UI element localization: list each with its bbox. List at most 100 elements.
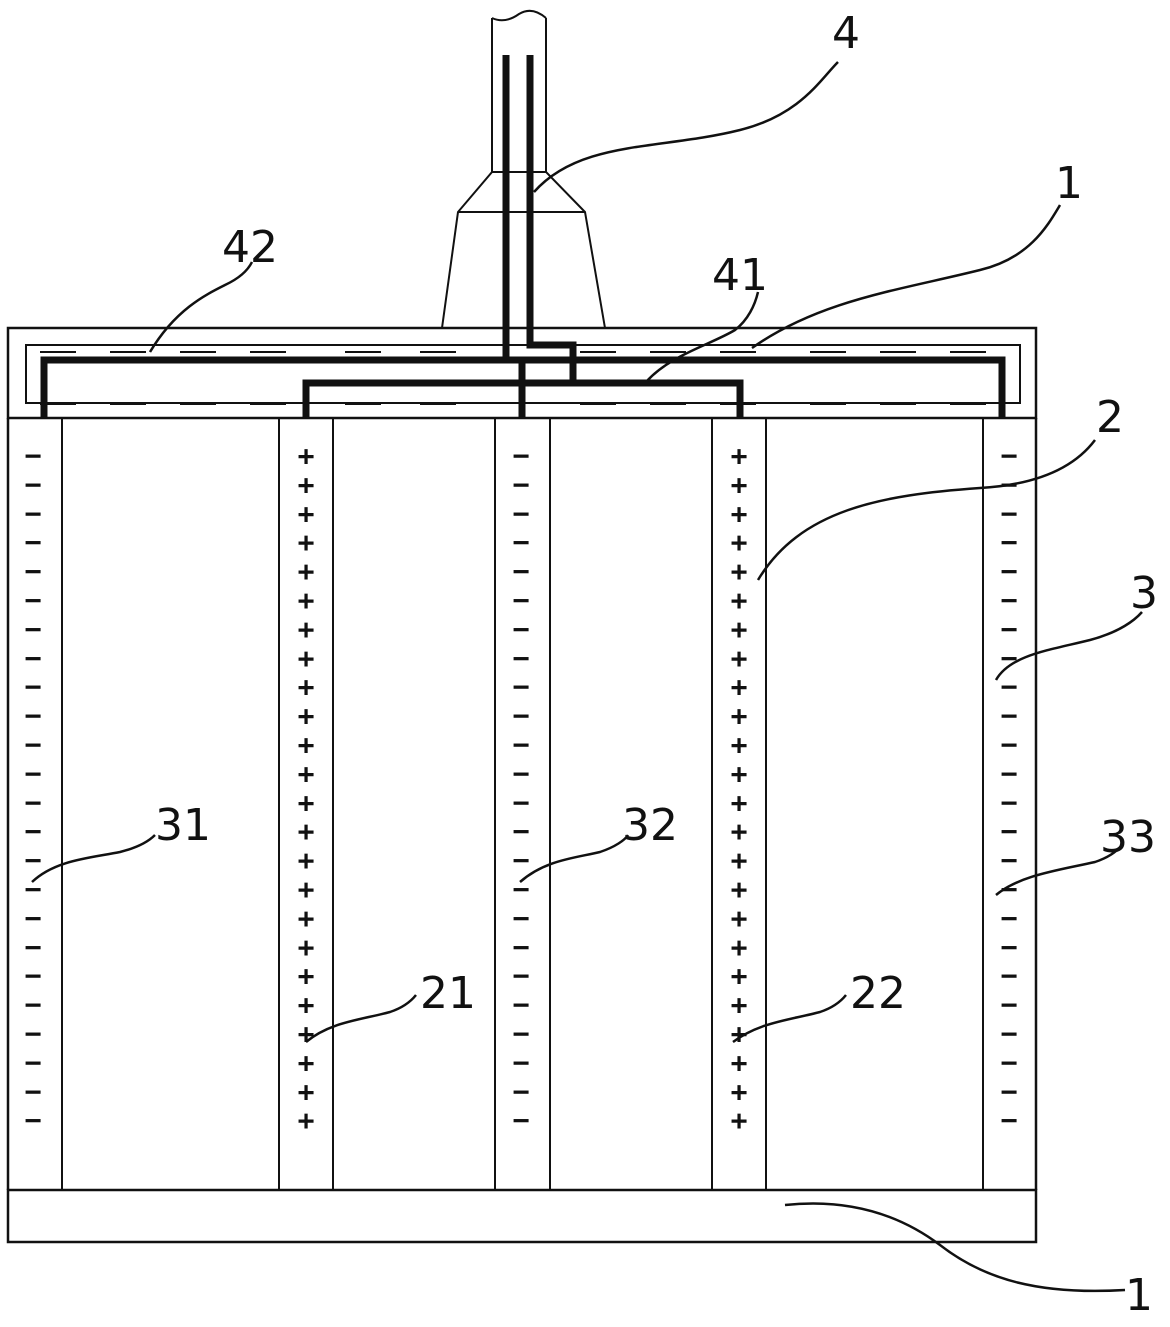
negative-sign: − — [513, 1075, 530, 1108]
negative-sign: − — [1001, 844, 1018, 877]
positive-sign: + — [298, 641, 315, 674]
leader-42 — [148, 261, 254, 353]
lead-out-tube — [441, 9, 606, 329]
leader-31 — [31, 834, 156, 883]
leader-lines — [31, 61, 1143, 1293]
leader-4 — [533, 61, 839, 193]
negative-sign: − — [25, 728, 42, 761]
positive-sign: + — [298, 757, 315, 790]
negative-sign: − — [513, 670, 530, 703]
label-1-bottom: 1 — [1125, 1270, 1153, 1321]
label-32: 32 — [622, 800, 678, 851]
negative-sign: − — [25, 844, 42, 877]
negative-sign: − — [513, 815, 530, 848]
negative-sign: − — [513, 1104, 530, 1137]
negative-sign: − — [1001, 988, 1018, 1021]
positive-sign: + — [298, 988, 315, 1021]
negative-sign: − — [513, 468, 530, 501]
negative-sign: − — [513, 439, 530, 472]
positive-sign: + — [298, 1075, 315, 1108]
charge-signs: −−−−−−−−−−−−−−−−−−−−−−−−++++++++++++++++… — [25, 439, 1018, 1137]
positive-sign: + — [298, 1017, 315, 1050]
positive-sign: + — [731, 786, 748, 819]
positive-sign: + — [298, 901, 315, 934]
positive-sign: + — [298, 468, 315, 501]
positive-sign: + — [731, 612, 748, 645]
negative-sign: − — [513, 526, 530, 559]
negative-sign: − — [513, 988, 530, 1021]
negative-sign: − — [1001, 901, 1018, 934]
negative-sign: − — [1001, 1075, 1018, 1108]
positive-sign: + — [731, 584, 748, 617]
bottom-cover — [6, 1188, 1038, 1244]
negative-sign: − — [25, 497, 42, 530]
negative-sign: − — [1001, 555, 1018, 588]
negative-sign: − — [25, 468, 42, 501]
negative-sign: − — [1001, 728, 1018, 761]
negative-sign: − — [513, 844, 530, 877]
positive-sign: + — [731, 988, 748, 1021]
negative-sign: − — [1001, 497, 1018, 530]
positive-sign: + — [731, 901, 748, 934]
positive-sign: + — [731, 555, 748, 588]
positive-plate-21 — [278, 418, 334, 1190]
negative-sign: − — [25, 526, 42, 559]
negative-sign: − — [513, 1017, 530, 1050]
leader-1-top — [751, 204, 1062, 350]
negative-sign: − — [513, 699, 530, 732]
positive-sign: + — [298, 497, 315, 530]
negative-plate-32 — [494, 418, 551, 1190]
positive-sign: + — [731, 641, 748, 674]
negative-sign: − — [1001, 786, 1018, 819]
negative-sign: − — [25, 670, 42, 703]
positive-sign: + — [731, 959, 748, 992]
negative-sign: − — [25, 641, 42, 674]
positive-sign: + — [731, 699, 748, 732]
label-33: 33 — [1100, 812, 1156, 863]
leader-3 — [994, 611, 1143, 681]
leader-2 — [756, 439, 1096, 581]
negative-sign: − — [513, 901, 530, 934]
positive-sign: + — [731, 930, 748, 963]
negative-sign: − — [25, 584, 42, 617]
negative-sign: − — [25, 555, 42, 588]
negative-bus-42 — [40, 356, 1006, 418]
positive-sign: + — [298, 815, 315, 848]
negative-sign: − — [1001, 526, 1018, 559]
negative-sign: − — [25, 959, 42, 992]
plate-region-frame — [6, 418, 1038, 1190]
positive-sign: + — [731, 526, 748, 559]
negative-sign: − — [513, 728, 530, 761]
negative-sign: − — [25, 1104, 42, 1137]
label-3: 3 — [1130, 568, 1158, 619]
negative-sign: − — [513, 497, 530, 530]
negative-sign: − — [25, 988, 42, 1021]
positive-sign: + — [298, 728, 315, 761]
positive-sign: + — [731, 439, 748, 472]
label-31: 31 — [155, 800, 211, 851]
positive-bus-41 — [302, 379, 744, 418]
negative-sign: − — [1001, 930, 1018, 963]
leader-1-bottom — [784, 1202, 1126, 1293]
negative-sign: − — [1001, 1104, 1018, 1137]
positive-sign: + — [731, 670, 748, 703]
negative-sign: − — [25, 699, 42, 732]
negative-sign: − — [1001, 757, 1018, 790]
negative-sign: − — [513, 959, 530, 992]
leader-33 — [995, 844, 1123, 896]
positive-sign: + — [298, 844, 315, 877]
top-cover-electrolyte-dashes — [40, 351, 986, 405]
positive-sign: + — [298, 1104, 315, 1137]
positive-sign: + — [298, 930, 315, 963]
label-41: 41 — [712, 250, 768, 301]
positive-sign: + — [298, 959, 315, 992]
negative-sign: − — [1001, 699, 1018, 732]
negative-sign: − — [25, 1046, 42, 1079]
leader-21 — [305, 994, 417, 1043]
negative-sign: − — [1001, 959, 1018, 992]
negative-sign: − — [1001, 584, 1018, 617]
positive-sign: + — [298, 612, 315, 645]
positive-sign: + — [731, 873, 748, 906]
positive-sign: + — [298, 699, 315, 732]
